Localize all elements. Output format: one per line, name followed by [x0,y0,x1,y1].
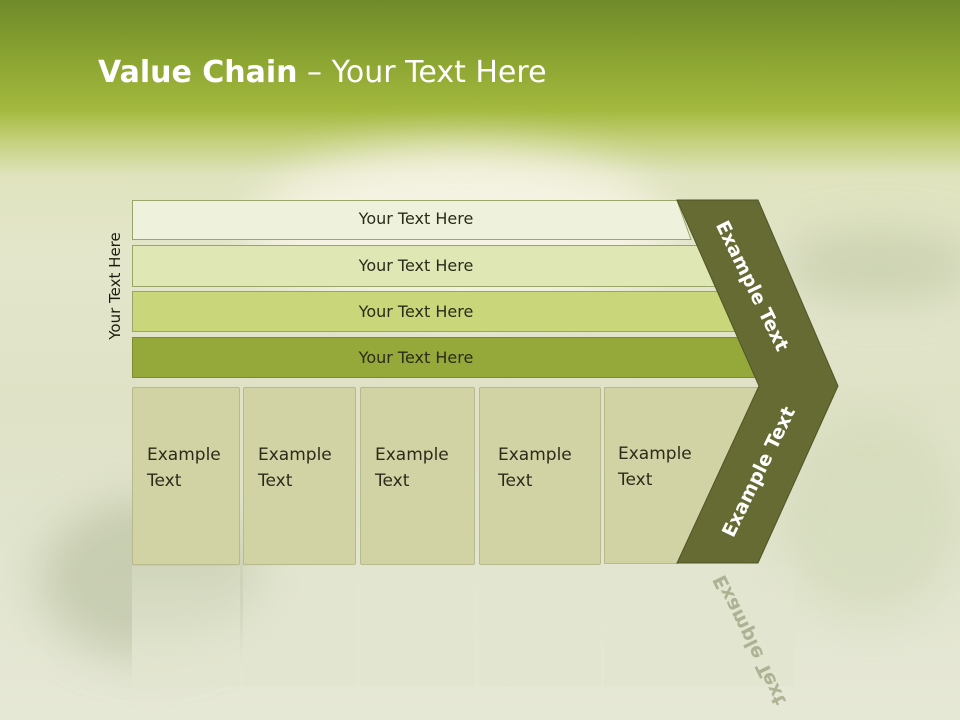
bar-1-shape [132,200,692,240]
chevron-shape [676,199,839,564]
bar-2-label: Your Text Here [358,256,474,275]
bar-1-label: Your Text Here [358,209,474,228]
bar-4: Your Text Here [132,337,764,378]
bar-3-label: Your Text Here [358,302,474,321]
background-blob [780,420,960,620]
background-blob [780,230,960,300]
bar-1: Your Text Here [132,200,692,240]
bar-4-label: Your Text Here [358,348,474,367]
page-title: Value Chain – Your Text Here [98,55,547,90]
